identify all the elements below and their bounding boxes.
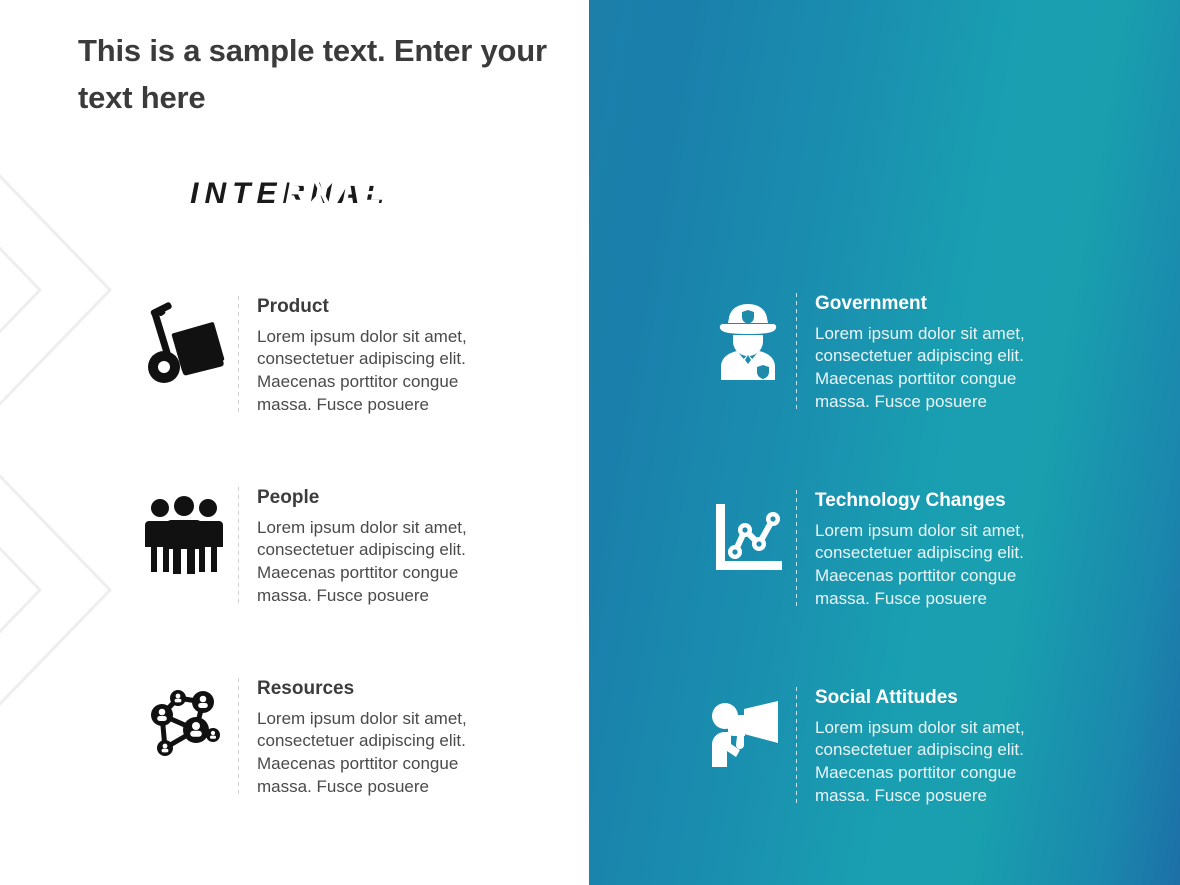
internal-item-resources[interactable]: Resources Lorem ipsum dolor sit amet, co… xyxy=(130,678,550,799)
external-item-government[interactable]: Government Lorem ipsum dolor sit amet, c… xyxy=(700,293,1130,414)
item-title: People xyxy=(257,487,320,508)
item-body: Lorem ipsum dolor sit amet, consectetuer… xyxy=(815,323,1025,411)
three-people-icon xyxy=(130,487,238,583)
item-body: Lorem ipsum dolor sit amet, consectetuer… xyxy=(257,708,467,796)
hand-truck-icon xyxy=(130,296,238,392)
item-body: Lorem ipsum dolor sit amet, consectetuer… xyxy=(257,517,467,605)
item-text-block: Government Lorem ipsum dolor sit amet, c… xyxy=(815,293,1130,413)
line-chart-icon xyxy=(700,490,796,586)
internal-item-product[interactable]: Product Lorem ipsum dolor sit amet, cons… xyxy=(130,296,550,417)
external-item-social-attitudes[interactable]: Social Attitudes Lorem ipsum dolor sit a… xyxy=(700,687,1130,808)
item-body: Lorem ipsum dolor sit amet, consectetuer… xyxy=(815,520,1025,608)
network-nodes-icon xyxy=(130,678,238,774)
item-divider xyxy=(238,678,239,799)
item-body: Lorem ipsum dolor sit amet, consectetuer… xyxy=(815,717,1025,805)
item-title: Social Attitudes xyxy=(815,687,958,708)
item-divider xyxy=(796,490,797,611)
item-body: Lorem ipsum dolor sit amet, consectetuer… xyxy=(257,326,467,414)
item-text-block: Social Attitudes Lorem ipsum dolor sit a… xyxy=(815,687,1130,807)
item-title: Product xyxy=(257,296,329,317)
police-officer-icon xyxy=(700,293,796,389)
item-text-block: Resources Lorem ipsum dolor sit amet, co… xyxy=(257,678,550,798)
internal-item-people[interactable]: People Lorem ipsum dolor sit amet, conse… xyxy=(130,487,550,608)
item-title: Resources xyxy=(257,678,355,699)
item-divider xyxy=(796,687,797,808)
external-item-technology-changes[interactable]: Technology Changes Lorem ipsum dolor sit… xyxy=(700,490,1130,611)
internal-heading: INTERNAL xyxy=(190,177,390,210)
item-title: Government xyxy=(815,293,927,314)
external-panel xyxy=(589,0,1180,885)
item-text-block: People Lorem ipsum dolor sit amet, conse… xyxy=(257,487,550,607)
item-divider xyxy=(238,296,239,417)
external-heading: EXTERNAL xyxy=(285,177,495,210)
item-text-block: Technology Changes Lorem ipsum dolor sit… xyxy=(815,490,1130,610)
page-title: This is a sample text. Enter your text h… xyxy=(78,33,547,115)
megaphone-person-icon xyxy=(700,687,796,783)
item-title: Technology Changes xyxy=(815,490,1006,511)
item-divider xyxy=(796,293,797,414)
item-text-block: Product Lorem ipsum dolor sit amet, cons… xyxy=(257,296,550,416)
item-divider xyxy=(238,487,239,608)
